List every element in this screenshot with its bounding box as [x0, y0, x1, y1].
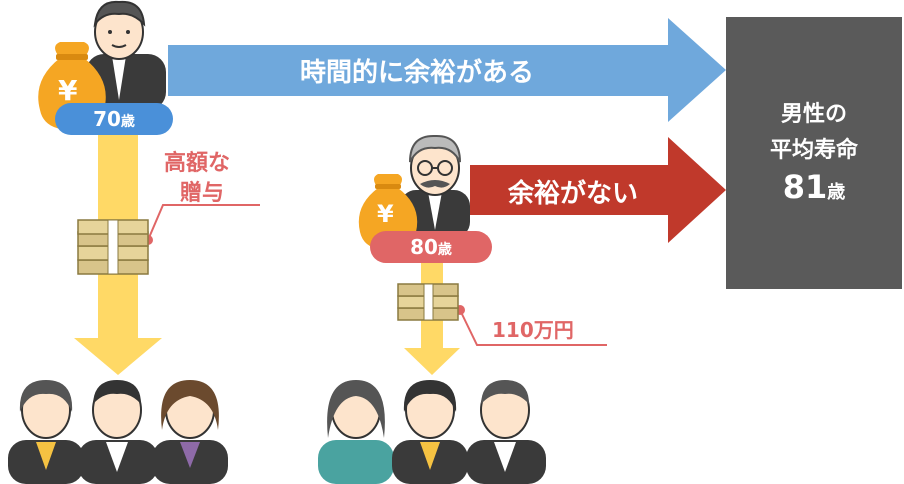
badge-70-num: 70 [93, 107, 121, 131]
badge-70-unit: 歳 [120, 114, 135, 130]
box-line1: 男性の [780, 102, 847, 127]
elderly-man-80-icon [400, 134, 470, 238]
person-icon [392, 380, 468, 484]
gift-label-line2: 贈与 [180, 181, 225, 206]
gift-callout-line [147, 204, 260, 241]
yen-symbol: ¥ [377, 200, 394, 228]
arrow-mid-label: 余裕がない [508, 179, 639, 209]
yen-symbol: ¥ [58, 74, 78, 107]
person-icon [318, 380, 394, 484]
person-icon [78, 380, 158, 484]
box-age-unit: 歳 [827, 182, 846, 203]
arrow-top [168, 18, 726, 122]
badge-80-num: 80 [410, 235, 438, 259]
person-icon [8, 380, 84, 484]
arrow-mid [470, 137, 726, 243]
cash-stack-icon [397, 283, 459, 321]
gift-label-line1: 高額な [164, 151, 231, 176]
amount-label: 110万円 [492, 318, 574, 342]
box-age-num: 81 [782, 168, 828, 206]
age-badge-70: 70歳 [55, 103, 173, 135]
age-badge-80: 80歳 [370, 231, 492, 263]
person-icon [466, 380, 546, 484]
badge-80-unit: 歳 [437, 242, 452, 258]
person-icon [152, 380, 228, 484]
lifespan-box [726, 17, 902, 289]
amount-callout-line [459, 309, 607, 346]
man-70-icon [86, 0, 166, 110]
box-line2: 平均寿命 [769, 138, 858, 163]
cash-stack-icon [77, 219, 149, 275]
arrow-top-label: 時間的に余裕がある [300, 58, 535, 88]
box-age: 81歳 [726, 168, 902, 206]
